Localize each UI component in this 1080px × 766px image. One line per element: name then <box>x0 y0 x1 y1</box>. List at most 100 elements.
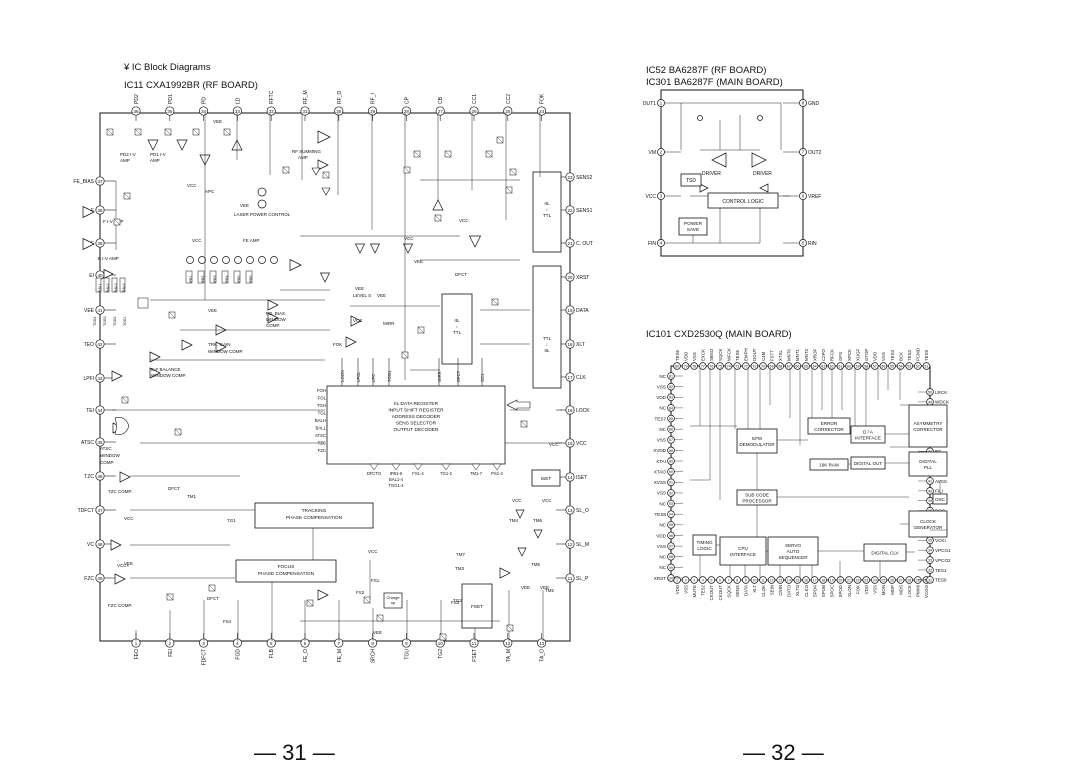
pin-name: RFCK <box>830 349 835 361</box>
pin-circle <box>845 576 853 584</box>
block-text: TTL <box>453 330 462 336</box>
pin-number: 23 <box>864 578 868 582</box>
pin-name: GND <box>808 101 820 107</box>
resistor <box>95 277 102 293</box>
pin-number: 12 <box>505 641 511 646</box>
label: VEE <box>124 561 133 566</box>
digital-clv-block <box>863 543 907 562</box>
bus-arrow <box>471 463 481 471</box>
pin-name: PWMI <box>916 585 921 597</box>
pin-name: PD <box>202 97 208 104</box>
label: WINDOW COMP. <box>151 373 186 378</box>
pin-circle <box>667 457 675 465</box>
pin-number: 48 <box>97 542 103 547</box>
pin-name: SENS2 <box>576 175 593 181</box>
pin-number: 62 <box>830 364 834 368</box>
label: TM4 <box>509 518 518 523</box>
pin-name: CB <box>438 96 444 104</box>
current-source <box>258 256 266 264</box>
pin-name: TES4 <box>890 349 895 361</box>
pin-number: 8 <box>736 578 738 582</box>
block-text: EFM <box>752 436 762 441</box>
wire <box>376 614 384 622</box>
pin-circle <box>905 576 913 584</box>
pin-circle <box>673 362 681 370</box>
pin-name: TES0 <box>935 578 947 583</box>
pin-number: 97 <box>669 545 673 549</box>
pin-name: FDFCT <box>202 649 208 665</box>
fok-comp <box>345 336 357 348</box>
pin-circle <box>836 576 845 584</box>
pin-number: 24 <box>873 578 877 582</box>
pin-name: VCC <box>645 194 656 200</box>
pd2-iv-amp <box>147 139 159 151</box>
switch-label: IFB2 <box>201 276 205 283</box>
register-input-label: TGL <box>318 411 327 416</box>
pin-name: PD1 <box>168 94 174 104</box>
pin-name: XVSS <box>654 480 666 485</box>
pin-circle <box>793 576 802 584</box>
label: DFCT <box>207 596 219 601</box>
pin-circle <box>503 638 513 648</box>
switch-label: IFB5 <box>237 276 241 283</box>
pin-name: FOK <box>855 585 860 594</box>
tm5-switch <box>517 547 527 557</box>
iil-ttl-block-upper <box>532 171 562 253</box>
pin-number: 39 <box>97 241 103 246</box>
switch-label: TOG3 <box>103 316 107 326</box>
label: FS4 <box>223 619 232 624</box>
pin-number: 32 <box>269 109 275 114</box>
pin-name: FSTT <box>769 350 774 361</box>
block-text: GENERATOR <box>914 525 943 530</box>
pin-name: VDD <box>683 352 688 361</box>
pin-number: 25 <box>505 109 511 114</box>
pin-name: FLB <box>269 648 275 658</box>
label: VCC <box>542 498 552 503</box>
register-bottom-label: FS1-4 <box>412 471 424 476</box>
pin-number: 64 <box>813 364 817 368</box>
pin-name: SPOC <box>830 585 835 597</box>
pin-name: VPCO1 <box>935 548 951 553</box>
pin-circle <box>401 106 411 116</box>
resistor <box>221 270 229 284</box>
block-text: DRIVER <box>753 171 772 177</box>
pin-number: 33 <box>928 558 932 562</box>
pin-name: VC <box>87 542 94 548</box>
wire <box>166 593 174 601</box>
label: VEE <box>355 286 364 291</box>
pin-number: 33 <box>235 109 241 114</box>
wire <box>322 171 330 179</box>
pin-number: 95 <box>669 523 673 527</box>
pin-number: 67 <box>787 364 791 368</box>
capacitor-box <box>137 297 149 309</box>
block-text: IIL <box>544 348 550 354</box>
label: VEE <box>373 630 382 635</box>
pin-name: XVDD <box>653 448 666 453</box>
iil-data-register-block <box>326 385 506 465</box>
pin-circle <box>888 576 896 584</box>
pin-number: 1 <box>660 101 663 106</box>
pin-circle <box>733 576 741 584</box>
register-input-label: TGH <box>317 403 326 408</box>
pin-number: 79 <box>684 364 688 368</box>
pin-name: DATO <box>787 584 792 596</box>
pin-number: 8 <box>371 641 374 646</box>
fo-bias-comp <box>267 299 279 311</box>
pin-name: BCK <box>898 352 903 361</box>
pin-number: 12 <box>770 578 774 582</box>
c-out-amp <box>468 235 482 248</box>
label: VCC <box>187 183 197 188</box>
pin-circle <box>879 362 888 370</box>
pin-circle <box>503 106 513 116</box>
switch-label: IFB6 <box>249 276 253 283</box>
pin-name: SQCK <box>726 585 731 598</box>
pin-circle <box>742 576 750 584</box>
register-bottom-label: BAL1-4 <box>389 477 404 482</box>
ttl-iil-block-lower <box>532 265 562 389</box>
bus-arrow <box>492 463 502 471</box>
pin-name: FIN <box>648 241 656 247</box>
pin-circle <box>785 576 793 584</box>
pin-number: 17 <box>567 375 573 380</box>
teo-amp <box>181 339 193 351</box>
pin-name: SPOB <box>821 585 826 597</box>
